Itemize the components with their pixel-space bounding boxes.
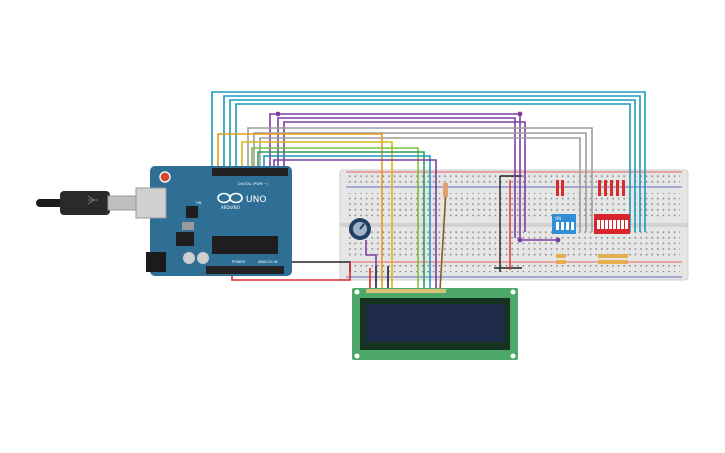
wire-junctions bbox=[275, 111, 561, 243]
arduino-logo bbox=[217, 192, 243, 204]
brand-label: ARDUINO bbox=[221, 205, 240, 210]
power-label: POWER bbox=[232, 260, 246, 264]
reset-button bbox=[159, 171, 171, 183]
wires bbox=[211, 91, 646, 291]
dip-switch-on-label: ON bbox=[555, 216, 561, 221]
lcd-16x2 bbox=[352, 288, 518, 360]
potentiometer bbox=[349, 218, 371, 240]
microcontroller-chip bbox=[212, 236, 278, 254]
digital-header bbox=[212, 168, 288, 176]
breadboard bbox=[339, 169, 689, 281]
dip-switch-4[interactable]: ON bbox=[552, 214, 576, 234]
usb-port bbox=[135, 187, 167, 219]
analog-label: ANALOG IN bbox=[258, 260, 278, 264]
lcd-pin-header bbox=[366, 289, 446, 293]
digital-label: DIGITAL (PWM ~) bbox=[238, 182, 269, 186]
resistors bbox=[443, 180, 628, 264]
arduino-uno-board: UNO ARDUINO DIGITAL (PWM ~) POWER ANALOG… bbox=[135, 166, 292, 276]
usb-cable bbox=[36, 191, 139, 215]
on-label: ON bbox=[196, 201, 202, 205]
breadboard-jumpers bbox=[494, 175, 522, 272]
power-jack bbox=[146, 252, 166, 272]
dip-switch-8[interactable] bbox=[594, 214, 630, 234]
power-analog-header bbox=[206, 266, 284, 274]
uno-label: UNO bbox=[246, 195, 266, 205]
